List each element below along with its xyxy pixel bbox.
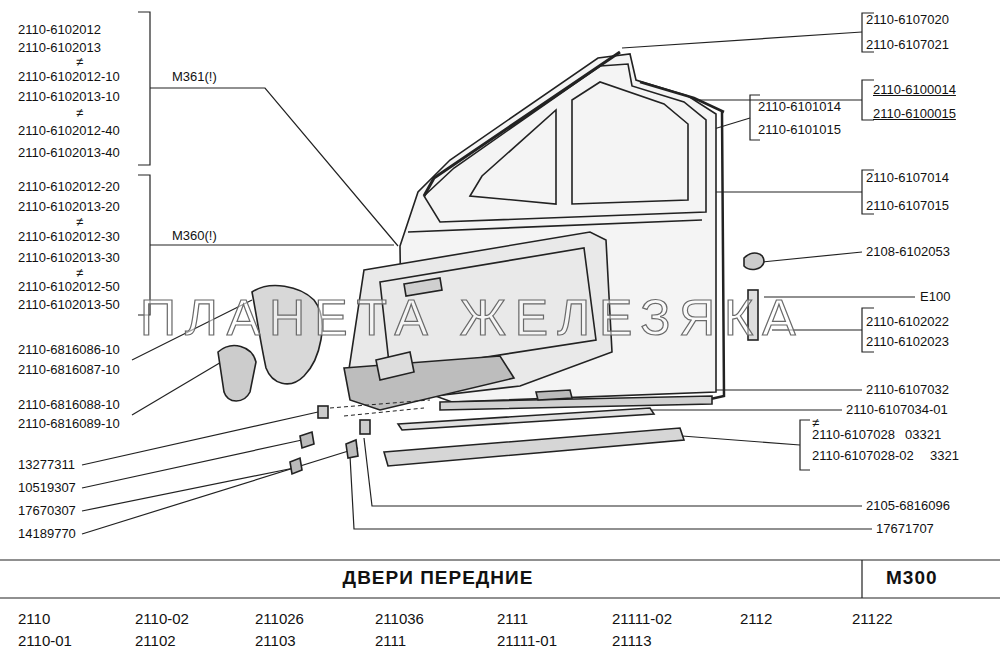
section-code: M300 [886,567,938,589]
part-number: 2110-6107020 [866,12,949,28]
not-equal-sign: ≠ [76,54,83,70]
model-code: 21111-01 [497,632,557,650]
part-number: 2110-6102012-20 [18,179,120,195]
model-code: 21111-02 [612,610,672,628]
part-number: 2110-6102013-50 [18,297,120,313]
model-code: 211036 [375,610,424,628]
section-ref: M360(!) [172,228,217,244]
part-number: 2110-6102023 [866,334,949,350]
model-code: 2110 [18,610,50,628]
part-number: 2110-6107028 [812,427,895,443]
quantity: 03321 [905,427,941,443]
part-number: 2110-6816088-10 [18,397,120,413]
section-ref: M361(!) [172,69,217,85]
not-equal-sign: ≠ [76,105,83,121]
part-number: 2110-6102012 [18,22,101,38]
part-number: 17670307 [18,503,76,519]
part-number: 2110-6816089-10 [18,416,120,432]
part-number: 2110-6816087-10 [18,362,120,378]
part-number: E100 [920,289,950,305]
part-number: 2110-6101014 [758,99,841,115]
part-number: 2110-6107014 [866,170,949,186]
model-code: 2111 [375,632,406,650]
part-number: 2110-6816086-10 [18,342,120,358]
part-number: 2110-6100014 [873,82,956,98]
part-number: 10519307 [18,480,76,496]
part-number: 2110-6102012-30 [18,229,120,245]
part-number: 2110-6107032 [866,382,949,398]
model-code: 2110-02 [135,610,189,628]
model-code: 2110-01 [18,632,72,650]
model-code: 21102 [135,632,176,650]
diagram-title: ДВЕРИ ПЕРЕДНИЕ [343,567,534,589]
part-number: 2110-6107034-01 [846,402,948,418]
part-number: 2110-6107015 [866,198,949,214]
model-code: 21122 [852,610,893,628]
part-number: 2110-6102013-10 [18,89,120,105]
part-number: 2110-6101015 [758,122,841,138]
part-number: 2110-6102022 [866,314,949,330]
part-number: 2110-6107021 [866,37,949,53]
part-number: 13277311 [18,457,75,473]
part-number: 2110-6102013-20 [18,199,120,215]
part-number: 2110-6102012-40 [18,123,120,139]
part-number: 2110-6102012-10 [18,69,120,85]
model-code: 21103 [255,632,296,650]
part-number: 2110-6107028-02 [812,448,914,464]
part-number: 2110-6102013-40 [18,145,120,161]
model-code: 211026 [255,610,304,628]
quantity: 3321 [930,448,959,464]
part-number: 2105-6816096 [866,498,950,514]
watermark: ПЛАНЕТА ЖЕЛЕЗЯКА [140,290,804,346]
part-number: 2110-6102013-30 [18,250,120,266]
model-code: 2112 [740,610,772,628]
part-number: 2108-6102053 [866,244,950,260]
bracket [138,12,160,165]
not-equal-sign: ≠ [76,265,83,281]
model-code: 21113 [612,632,652,650]
part-number: 14189770 [18,526,76,542]
part-number: 17671707 [876,521,934,537]
model-code: 2111 [497,610,528,628]
part-number: 2110-6100015 [873,106,956,122]
part-number: 2110-6102012-50 [18,279,120,295]
not-equal-sign: ≠ [76,214,83,230]
part-number: 2110-6102013 [18,40,101,56]
